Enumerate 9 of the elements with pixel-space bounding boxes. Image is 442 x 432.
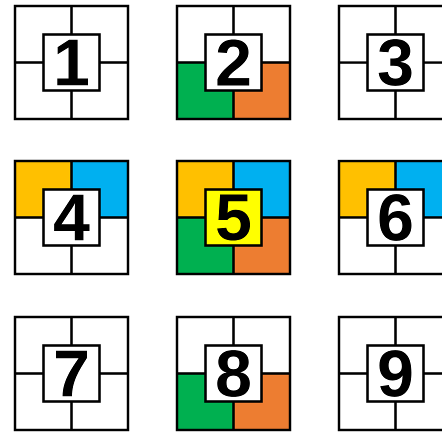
number-box: 1	[42, 33, 101, 92]
number-box: 5	[204, 188, 263, 247]
number-box: 9	[366, 344, 425, 403]
number-box: 6	[366, 188, 425, 247]
number-box: 3	[366, 33, 425, 92]
number-box: 4	[42, 188, 101, 247]
number-box: 8	[204, 344, 263, 403]
number-box: 7	[42, 344, 101, 403]
number-box: 2	[204, 33, 263, 92]
